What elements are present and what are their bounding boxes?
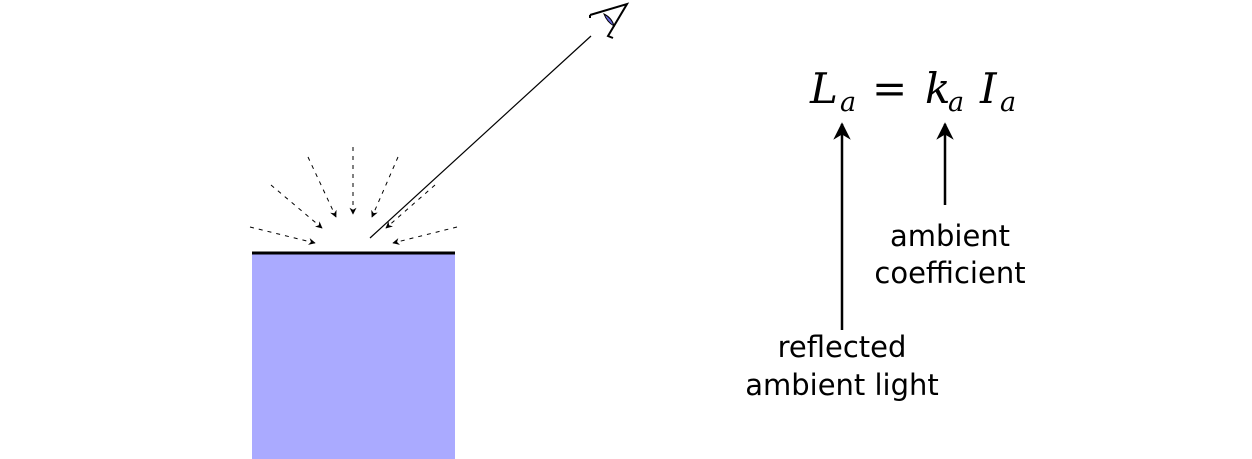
reflected-label-line2: ambient light [745, 368, 939, 402]
ambient-ray [307, 156, 337, 218]
eq-intensity: I [979, 64, 998, 113]
ambient-ray [371, 156, 399, 218]
eq-coef: k [925, 64, 950, 113]
eq-intensity-sub: a [1000, 87, 1016, 118]
surface-block [252, 253, 455, 459]
incoming-ambient-rays [249, 147, 458, 245]
reflected-ray [369, 35, 592, 239]
eq-equals: = [872, 64, 907, 113]
equation: L a = k a I a [809, 64, 1016, 118]
ambient-ray [385, 184, 436, 229]
eq-lhs: L [809, 64, 838, 113]
eq-lhs-sub: a [840, 87, 856, 118]
eq-coef-sub: a [948, 87, 964, 118]
ambient-ray [270, 184, 323, 229]
eye-icon [589, 2, 630, 39]
ambient-ray [392, 226, 458, 245]
coef-label-line1: ambient [890, 219, 1010, 253]
reflected-label-line1: reflected [778, 330, 907, 364]
ambient-ray [249, 226, 316, 245]
coef-label-line2: coefficient [874, 256, 1025, 290]
